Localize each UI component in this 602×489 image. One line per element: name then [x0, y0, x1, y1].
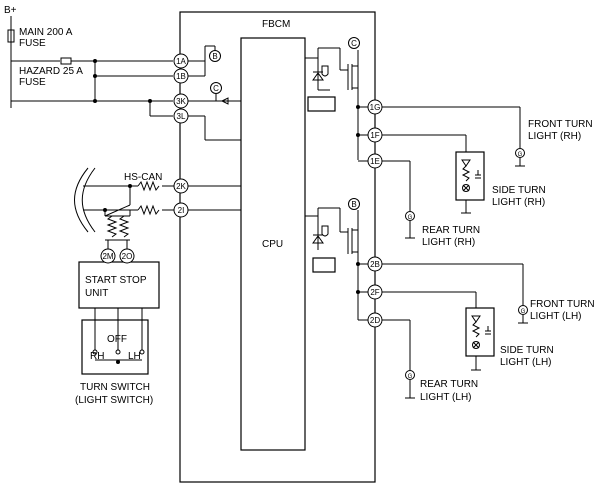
pin-1b: 1B [173, 68, 189, 84]
start-stop-label-1: START STOP [85, 275, 147, 286]
pin-2k: 2K [173, 178, 189, 194]
side-lh-label-2: LIGHT (LH) [500, 357, 552, 368]
main-fuse-label-1: MAIN 200 A [19, 27, 73, 38]
svg-text:C: C [213, 84, 219, 93]
turn-switch-label-2: (LIGHT SWITCH) [75, 395, 153, 406]
svg-text:1E: 1E [370, 157, 380, 166]
svg-text:2O: 2O [122, 252, 133, 261]
pin-2m: 2M [100, 248, 116, 264]
cpu-label: CPU [262, 239, 283, 250]
ref-c-top-left: C [210, 82, 222, 94]
rear-rh-label-2: LIGHT (RH) [422, 237, 475, 248]
ground-ref-front-rh: G [515, 148, 525, 158]
svg-text:1B: 1B [176, 72, 186, 81]
svg-text:B: B [351, 200, 356, 209]
front-rh-label-2: LIGHT (RH) [528, 131, 581, 142]
side-turn-light-lh [465, 307, 495, 357]
rear-lh-label-2: LIGHT (LH) [420, 392, 472, 403]
turn-switch-box [81, 319, 149, 375]
start-stop-label-2: UNIT [85, 288, 108, 299]
switch-lh-label: LH [128, 351, 141, 362]
hs-can-label: HS-CAN [124, 172, 162, 183]
side-rh-label-2: LIGHT (RH) [492, 197, 545, 208]
svg-text:G: G [408, 374, 413, 380]
turn-switch-label-1: TURN SWITCH [80, 382, 150, 393]
rear-lh-label-1: REAR TURN [420, 379, 478, 390]
svg-text:1F: 1F [370, 131, 379, 140]
svg-text:1A: 1A [176, 57, 186, 66]
svg-text:B: B [212, 52, 217, 61]
front-lh-label-2: LIGHT (LH) [530, 311, 582, 322]
switch-off-label: OFF [107, 334, 127, 345]
pin-2b: 2B [367, 256, 383, 272]
svg-text:G: G [521, 309, 526, 315]
hazard-fuse-label-2: FUSE [19, 77, 46, 88]
svg-text:C: C [351, 39, 357, 48]
svg-text:3L: 3L [177, 112, 186, 121]
ref-c-top-right: C [348, 37, 360, 49]
pin-2i: 2I [173, 202, 189, 218]
svg-text:2I: 2I [178, 206, 185, 215]
ground-ref-rear-lh: G [405, 370, 415, 380]
svg-text:2K: 2K [176, 182, 186, 191]
svg-text:2B: 2B [370, 260, 380, 269]
hazard-fuse-symbol [60, 57, 72, 65]
pin-3l: 3L [173, 108, 189, 124]
ground-ref-front-lh: G [518, 305, 528, 315]
svg-text:G: G [408, 215, 413, 221]
svg-text:3K: 3K [176, 97, 186, 106]
side-rh-label-1: SIDE TURN [492, 185, 546, 196]
pin-3k: 3K [173, 93, 189, 109]
pin-2f: 2F [367, 284, 383, 300]
pin-1a: 1A [173, 53, 189, 69]
battery-label: B+ [4, 5, 17, 16]
pin-2d: 2D [367, 312, 383, 328]
start-stop-unit [78, 261, 160, 309]
ref-b-top-left: B [209, 50, 221, 62]
pin-1f: 1F [367, 127, 383, 143]
fbcm-label: FBCM [262, 19, 290, 30]
hazard-fuse-label-1: HAZARD 25 A [19, 66, 83, 77]
driver-block-upper [307, 96, 336, 112]
cpu-block [240, 37, 306, 451]
ref-b-right: B [348, 198, 360, 210]
rear-rh-label-1: REAR TURN [422, 225, 480, 236]
switch-rh-label: RH [90, 351, 104, 362]
svg-text:2M: 2M [102, 252, 113, 261]
side-turn-light-rh [455, 151, 485, 201]
svg-text:2D: 2D [370, 316, 380, 325]
svg-text:1G: 1G [370, 103, 381, 112]
front-lh-label-1: FRONT TURN [530, 299, 595, 310]
ground-ref-rear-rh: G [405, 211, 415, 221]
front-rh-label-1: FRONT TURN [528, 119, 593, 130]
pin-1g: 1G [367, 99, 383, 115]
main-fuse-label-2: FUSE [19, 38, 46, 49]
svg-text:2F: 2F [370, 288, 379, 297]
svg-text:G: G [518, 152, 523, 158]
pin-2o: 2O [119, 248, 135, 264]
side-lh-label-1: SIDE TURN [500, 345, 554, 356]
pin-1e: 1E [367, 153, 383, 169]
driver-block-lower [312, 257, 336, 273]
